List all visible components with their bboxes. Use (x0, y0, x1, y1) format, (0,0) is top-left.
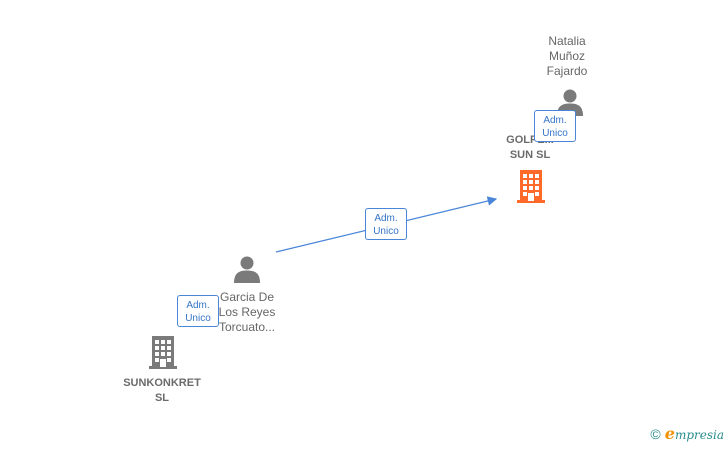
relation-badge-line1: Adm. (186, 300, 210, 311)
person-natalia-name-line1: Natalia (548, 34, 586, 48)
person-garcia-name-line3: Torcuato... (218, 320, 276, 334)
brand-logo-e: e (664, 424, 675, 443)
company-sunkonkret-name-line2: SL (154, 392, 170, 404)
copyright-icon: © (650, 426, 661, 442)
company-sunkonkret-name-line1: SUNKONKRET (123, 377, 201, 389)
person-natalia-name-line2: Muñoz (548, 49, 586, 63)
relation-badge-line2: Unico (185, 313, 211, 324)
empresia-watermark: © empresia (650, 424, 724, 444)
relation-badge-garcia-golpe[interactable]: Adm. Unico (365, 208, 407, 240)
person-garcia-name-line2: Los Reyes (218, 305, 276, 319)
relation-badge-line1: Adm. (374, 213, 398, 224)
relation-badge-line2: Unico (542, 128, 568, 139)
relation-badge-line1: Adm. (543, 115, 567, 126)
relation-badge-natalia-golpe[interactable]: Adm. Unico (534, 110, 576, 142)
building-icon-highlight[interactable] (515, 168, 547, 204)
person-garcia-label[interactable]: Garcia De Los Reyes Torcuato... (204, 290, 290, 335)
company-golpe-name-line2: SUN SL (509, 149, 551, 161)
person-icon[interactable] (233, 255, 261, 283)
person-natalia-name-line3: Fajardo (546, 64, 588, 78)
person-natalia-label[interactable]: Natalia Muñoz Fajardo (527, 34, 607, 79)
building-icon[interactable] (147, 334, 179, 370)
brand-logo: empresia (665, 424, 724, 444)
person-garcia-name-line1: Garcia De (219, 290, 275, 304)
brand-logo-text: mpresia (674, 428, 724, 442)
relation-badge-line2: Unico (373, 226, 399, 237)
company-sunkonkret-label[interactable]: SUNKONKRET SL (112, 376, 212, 406)
relation-badge-garcia-sunkonkret[interactable]: Adm. Unico (177, 295, 219, 327)
